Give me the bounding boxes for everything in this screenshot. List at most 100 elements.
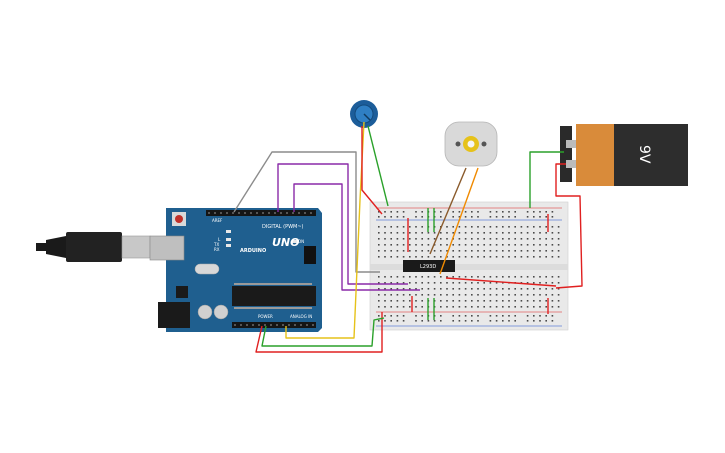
terminal-hole xyxy=(495,226,498,228)
terminal-hole xyxy=(396,256,399,258)
terminal-hole xyxy=(446,256,448,258)
terminal-hole xyxy=(464,232,467,234)
wire-motor-brown[interactable] xyxy=(429,167,467,255)
terminal-hole xyxy=(409,238,411,240)
header-pin xyxy=(240,324,242,326)
terminal-hole xyxy=(545,244,547,246)
wire-gray[interactable] xyxy=(233,151,380,273)
capacitor-2 xyxy=(213,304,229,320)
rail-hole xyxy=(489,211,492,213)
rail-hole xyxy=(464,211,467,213)
header-pin xyxy=(294,324,296,326)
potentiometer[interactable] xyxy=(350,100,378,128)
terminal-hole xyxy=(396,244,399,246)
terminal-hole xyxy=(508,294,510,296)
terminal-hole xyxy=(409,256,411,258)
terminal-hole xyxy=(458,276,461,278)
terminal-hole xyxy=(526,250,529,252)
rail-hole xyxy=(508,315,510,317)
terminal-hole xyxy=(557,306,560,308)
rail-hole xyxy=(452,320,454,322)
rail-hole xyxy=(495,320,498,322)
wire-green-gnd[interactable] xyxy=(261,317,385,347)
terminal-hole xyxy=(539,226,541,228)
terminal-hole xyxy=(545,232,547,234)
jumper-red-2[interactable] xyxy=(445,277,557,287)
wire-motor-orange[interactable] xyxy=(439,167,479,275)
terminal-hole xyxy=(526,300,529,302)
battery-9v[interactable]: 9V xyxy=(560,124,688,186)
header-pin xyxy=(232,212,234,214)
terminal-hole xyxy=(477,306,479,308)
terminal-hole xyxy=(409,294,411,296)
terminal-hole xyxy=(502,238,504,240)
rail-hole xyxy=(489,320,492,322)
rail-hole xyxy=(402,315,405,317)
rail-hole xyxy=(415,320,417,322)
digital-header xyxy=(206,210,316,216)
terminal-hole xyxy=(471,232,473,234)
wire-red-5v[interactable] xyxy=(255,312,383,353)
terminal-hole xyxy=(396,232,399,234)
terminal-hole xyxy=(545,226,547,228)
l293d-chip[interactable]: L293D xyxy=(403,260,455,272)
analog-label: ANALOG IN xyxy=(290,314,312,319)
terminal-hole xyxy=(421,250,423,252)
terminal-hole xyxy=(471,282,473,284)
terminal-hole xyxy=(452,306,454,308)
rail-hole xyxy=(421,211,423,213)
rail-hole xyxy=(545,320,547,322)
terminal-hole xyxy=(415,250,417,252)
wire-purple-2[interactable] xyxy=(293,183,420,291)
usb-cable[interactable] xyxy=(36,232,151,262)
wire-red-pot[interactable] xyxy=(361,126,383,215)
rail-hole xyxy=(421,320,423,322)
terminal-hole xyxy=(433,250,436,252)
rail-hole xyxy=(539,211,541,213)
rail-hole xyxy=(477,211,479,213)
dc-motor[interactable] xyxy=(444,121,498,167)
rail-hole xyxy=(396,315,399,317)
rail-hole xyxy=(402,216,405,218)
rail-hole xyxy=(440,211,442,213)
terminal-hole xyxy=(446,232,448,234)
terminal-hole xyxy=(396,282,399,284)
terminal-hole xyxy=(446,276,448,278)
terminal-hole xyxy=(477,294,479,296)
terminal-hole xyxy=(502,232,504,234)
terminal-hole xyxy=(396,294,399,296)
reset-button[interactable] xyxy=(175,215,183,223)
terminal-hole xyxy=(557,250,560,252)
rail-hole xyxy=(452,216,454,218)
terminal-hole xyxy=(514,238,516,240)
terminal-hole xyxy=(402,276,405,278)
terminal-hole xyxy=(384,300,386,302)
terminal-hole xyxy=(489,276,492,278)
terminal-hole xyxy=(483,294,485,296)
rail-hole xyxy=(533,320,535,322)
header-pin xyxy=(306,324,308,326)
motor-shaft xyxy=(467,140,475,148)
terminal-hole xyxy=(514,288,516,290)
terminal-hole xyxy=(458,300,461,302)
wire-purple-1[interactable] xyxy=(277,163,408,285)
terminal-hole xyxy=(551,294,554,296)
terminal-hole xyxy=(415,232,417,234)
breadboard[interactable] xyxy=(369,201,569,331)
wire-battery-red[interactable] xyxy=(555,163,583,289)
voltage-regulator xyxy=(176,286,188,298)
terminal-hole xyxy=(539,232,541,234)
battery-body xyxy=(614,124,688,186)
terminal-hole xyxy=(427,256,430,258)
potentiometer-indicator xyxy=(363,113,371,121)
terminal-hole xyxy=(452,232,454,234)
terminal-hole xyxy=(471,300,473,302)
rail-hole xyxy=(396,320,399,322)
arduino-uno-board[interactable]: DIGITAL (PWM~) UNO ARDUINO POWER ANALOG … xyxy=(149,208,322,332)
capacitor-1 xyxy=(197,304,213,320)
terminal-hole xyxy=(477,288,479,290)
wire-battery-green[interactable] xyxy=(529,151,564,208)
header-pin xyxy=(208,212,210,214)
terminal-hole xyxy=(452,300,454,302)
wire-green-pot[interactable] xyxy=(367,125,389,207)
